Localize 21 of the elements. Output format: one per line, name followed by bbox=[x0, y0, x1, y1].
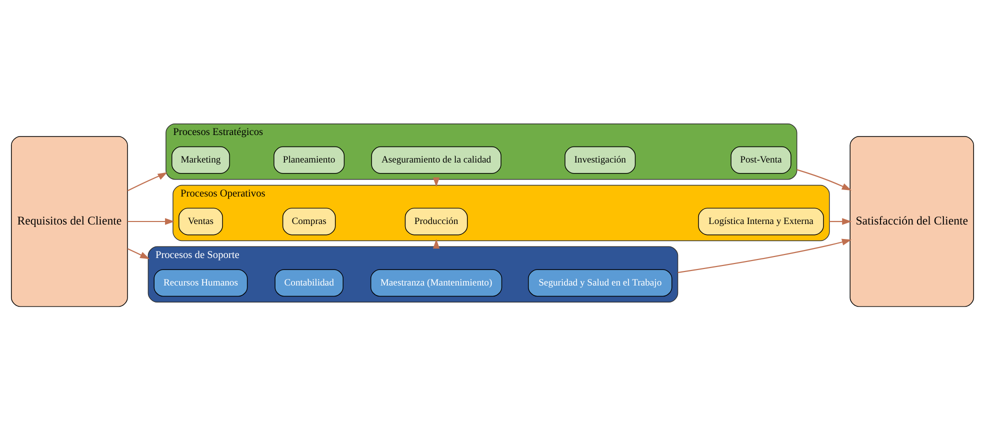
arrow bbox=[829, 218, 852, 225]
node-box: Aseguramiento de la calidad bbox=[371, 146, 502, 174]
node-box: Contabilidad bbox=[274, 269, 344, 297]
node-box: Logística Interna y Externa bbox=[698, 208, 824, 236]
node-box: Satisfacción del Cliente bbox=[850, 136, 974, 307]
node-box: Investigación bbox=[564, 146, 636, 174]
arrow bbox=[128, 218, 175, 225]
node-box: Planeamiento bbox=[274, 146, 345, 174]
node-box: Producción bbox=[404, 208, 468, 236]
node-box: Marketing bbox=[172, 146, 230, 174]
arrow bbox=[796, 169, 852, 190]
node-box: Post-Venta bbox=[730, 146, 792, 174]
arrow bbox=[678, 238, 852, 274]
node-box: Recursos Humanos bbox=[154, 269, 248, 297]
arrow bbox=[127, 248, 150, 260]
node-box: Requisitos del Cliente bbox=[11, 136, 128, 307]
arrow bbox=[127, 172, 168, 192]
node-box: Maestranza (Mantenimiento) bbox=[370, 269, 502, 297]
node-box: Ventas bbox=[178, 208, 223, 236]
node-box: Seguridad y Salud en el Trabajo bbox=[528, 269, 672, 297]
node-box: Compras bbox=[282, 208, 336, 236]
